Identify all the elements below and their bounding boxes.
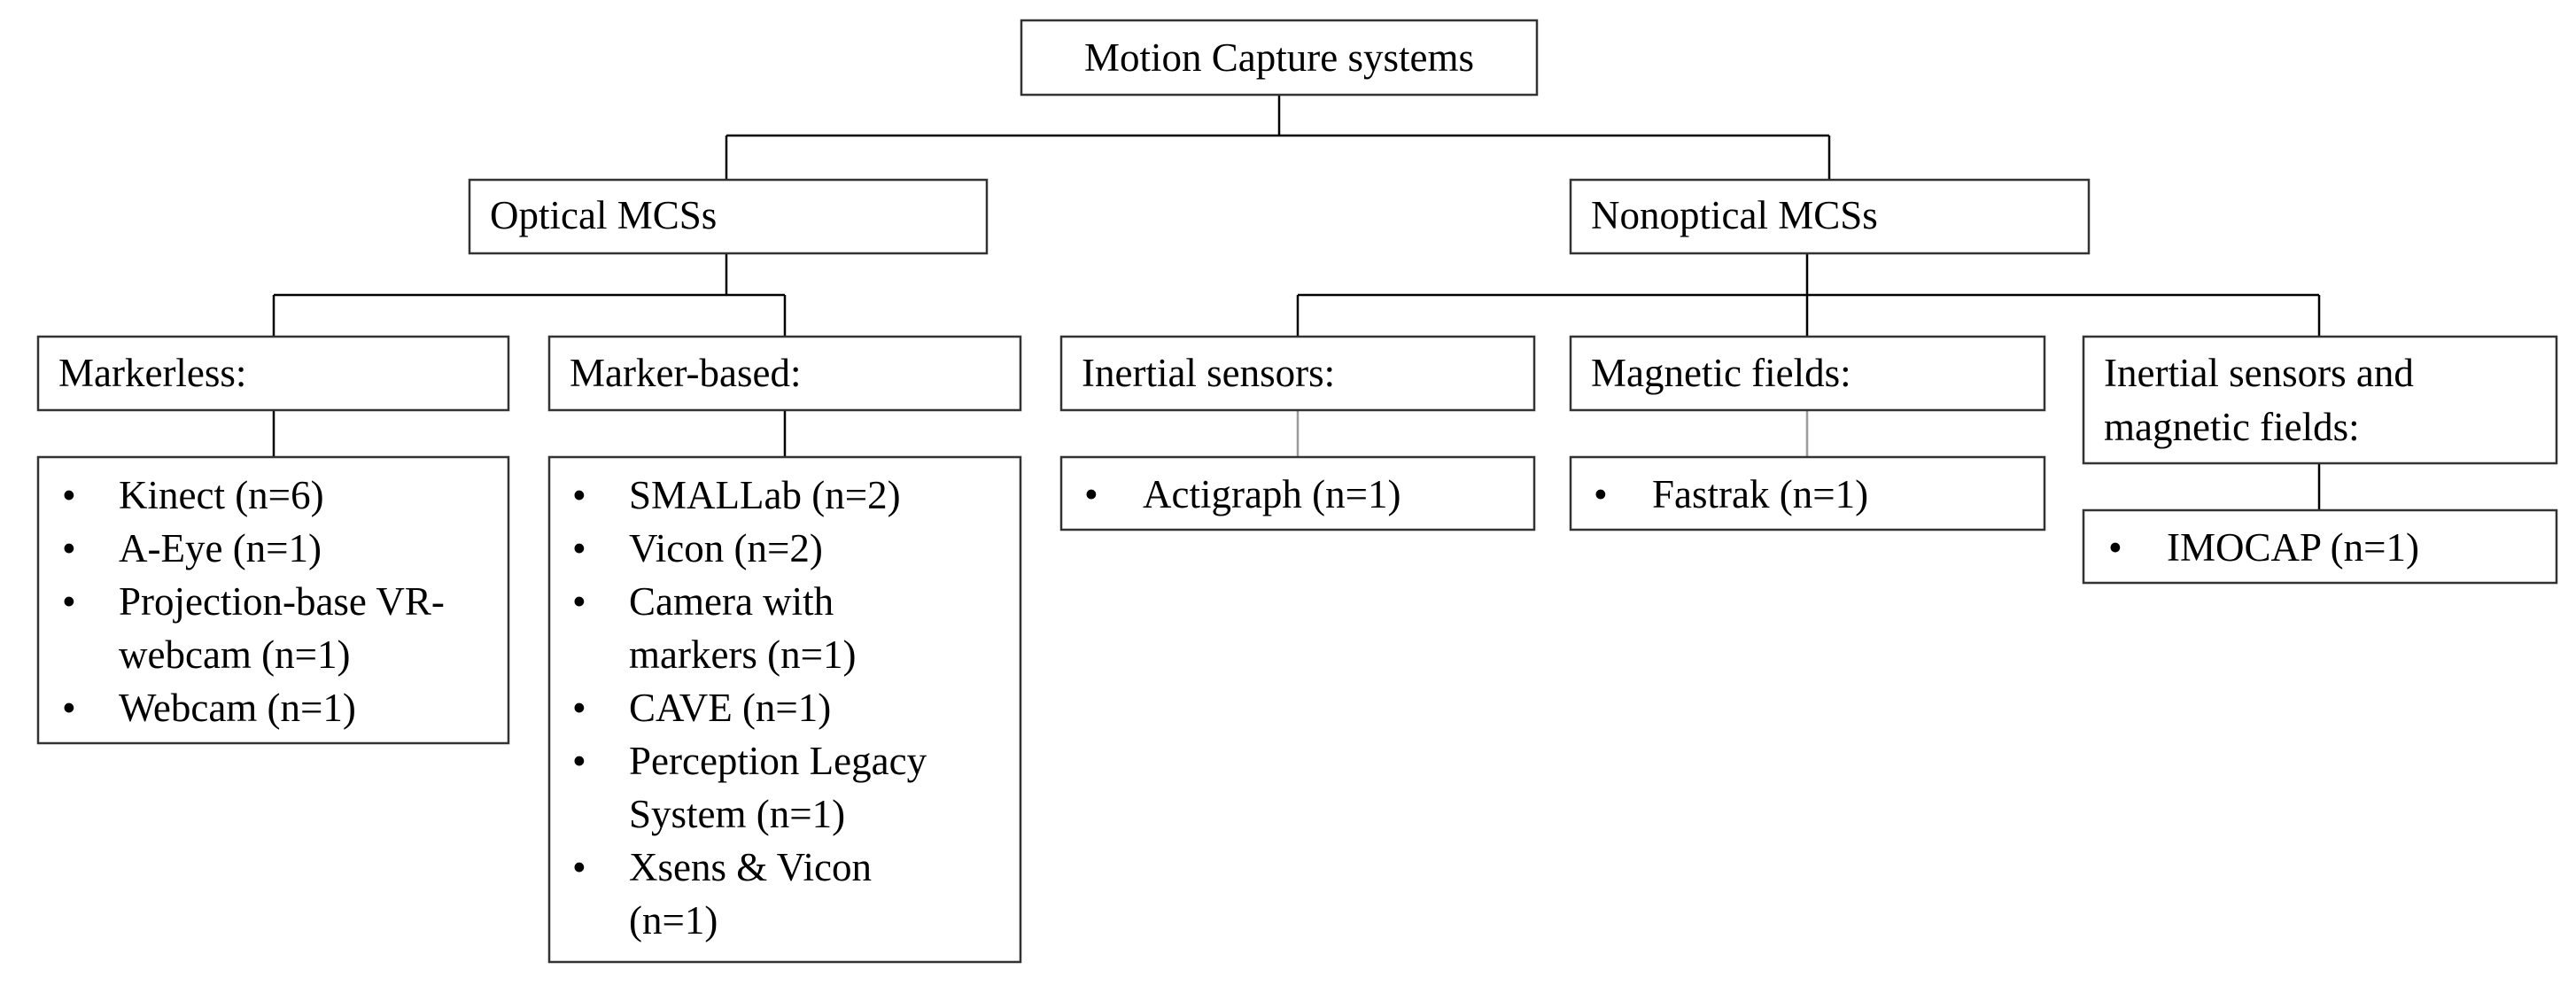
- bullet-icon: •: [572, 473, 586, 517]
- inertial-sensors-label: Inertial sensors:: [1082, 351, 1335, 395]
- inertial-sensors-items-box: • Actigraph (n=1): [1059, 455, 1536, 531]
- marker-based-items-box: • SMALLab (n=2) • Vicon (n=2) • Camera w…: [547, 455, 1022, 964]
- nonoptical-node: Nonoptical MCSs: [1569, 178, 2091, 255]
- list-item: CAVE (n=1): [629, 686, 831, 730]
- optical-label: Optical MCSs: [490, 193, 717, 237]
- list-item: Fastrak (n=1): [1652, 472, 1868, 516]
- root-node: Motion Capture systems: [1020, 19, 1539, 97]
- list-item: Camera with: [629, 579, 834, 624]
- inertial-magnetic-label-line2: magnetic fields:: [2104, 405, 2360, 449]
- inertial-magnetic-node: Inertial sensors and magnetic fields:: [2082, 335, 2558, 465]
- list-item: Perception Legacy: [629, 739, 927, 783]
- list-item: IMOCAP (n=1): [2167, 525, 2419, 570]
- list-item: Actigraph (n=1): [1143, 472, 1401, 516]
- list-item-continued: webcam (n=1): [119, 632, 351, 677]
- list-item: Projection-base VR-: [119, 579, 445, 624]
- bullet-icon: •: [572, 526, 586, 570]
- markerless-label: Markerless:: [58, 351, 246, 395]
- bullet-icon: •: [572, 739, 586, 783]
- markerless-items-box: • Kinect (n=6) • A-Eye (n=1) • Projectio…: [36, 455, 510, 745]
- magnetic-fields-items-box: • Fastrak (n=1): [1569, 455, 2046, 531]
- list-item: Webcam (n=1): [119, 686, 356, 730]
- optical-node: Optical MCSs: [468, 178, 989, 255]
- bullet-icon: •: [62, 473, 76, 517]
- list-item: A-Eye (n=1): [119, 526, 322, 570]
- inertial-sensors-node: Inertial sensors:: [1059, 335, 1536, 412]
- list-item: Vicon (n=2): [629, 526, 823, 570]
- list-item: SMALLab (n=2): [629, 473, 901, 517]
- inertial-magnetic-label-line1: Inertial sensors and: [2104, 351, 2414, 395]
- list-item: Xsens & Vicon: [629, 845, 872, 889]
- magnetic-fields-label: Magnetic fields:: [1591, 351, 1851, 395]
- bullet-icon: •: [572, 686, 586, 730]
- list-item-continued: markers (n=1): [629, 632, 857, 677]
- bullet-icon: •: [2108, 525, 2122, 570]
- bullet-icon: •: [1084, 472, 1098, 516]
- bullet-icon: •: [62, 579, 76, 624]
- connector-lines: [272, 95, 2321, 510]
- inertial-magnetic-items-box: • IMOCAP (n=1): [2082, 508, 2558, 585]
- bullet-icon: •: [572, 579, 586, 624]
- magnetic-fields-node: Magnetic fields:: [1569, 335, 2046, 412]
- nonoptical-label: Nonoptical MCSs: [1591, 193, 1878, 237]
- bullet-icon: •: [62, 526, 76, 570]
- markerless-node: Markerless:: [36, 335, 510, 412]
- marker-based-label: Marker-based:: [570, 351, 801, 395]
- bullet-icon: •: [572, 845, 586, 889]
- list-item: Kinect (n=6): [119, 473, 324, 517]
- bullet-icon: •: [1594, 472, 1608, 516]
- root-label: Motion Capture systems: [1084, 35, 1474, 80]
- marker-based-node: Marker-based:: [547, 335, 1022, 412]
- bullet-icon: •: [62, 686, 76, 730]
- list-item-continued: (n=1): [629, 898, 718, 943]
- list-item-continued: System (n=1): [629, 792, 845, 836]
